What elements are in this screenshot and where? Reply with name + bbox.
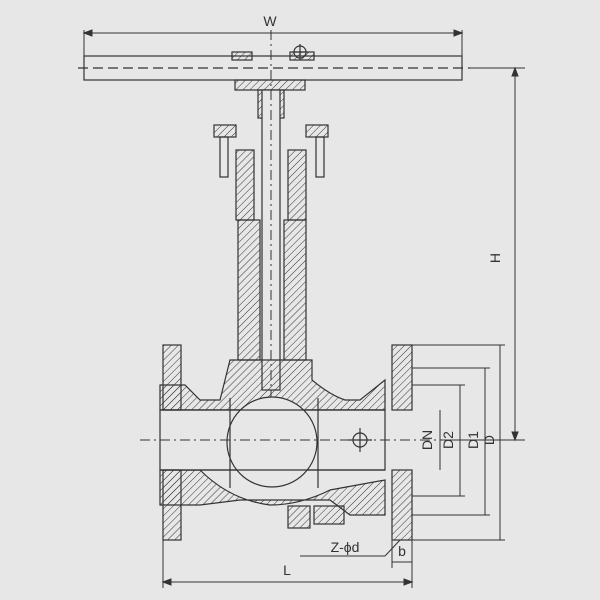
valve-body xyxy=(140,359,440,516)
dimension-d-label: D xyxy=(481,435,497,445)
dimension-d1-label: D1 xyxy=(465,431,481,449)
valve-bonnet xyxy=(213,30,329,410)
dimension-w-label: W xyxy=(263,13,277,29)
left-flange-top xyxy=(162,344,182,411)
right-flange-bottom xyxy=(391,469,413,541)
dimension-dn-label: DN xyxy=(419,430,435,450)
handwheel xyxy=(78,44,470,81)
right-flange-top xyxy=(391,344,413,411)
left-flange-bottom xyxy=(162,469,182,541)
dimension-l-label: L xyxy=(283,562,291,578)
bolt xyxy=(287,505,345,529)
dimension-d2-label: D2 xyxy=(440,431,456,449)
dimension-h-label: H xyxy=(487,253,503,263)
bolt-holes-label: Z-ϕd xyxy=(331,539,360,555)
dimension-b-label: b xyxy=(398,543,406,559)
dimension-lines xyxy=(82,29,525,588)
